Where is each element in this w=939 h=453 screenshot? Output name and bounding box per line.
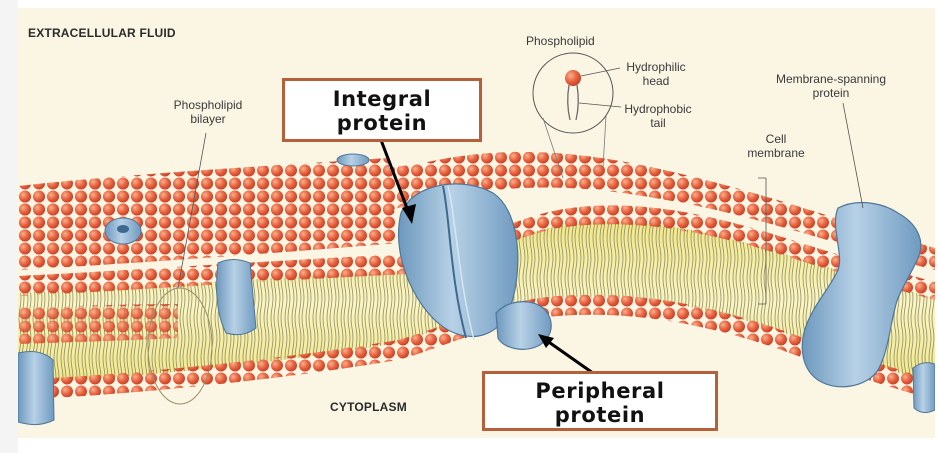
label-hydrophobic-tail: Hydrophobic tail xyxy=(614,102,702,130)
label-hydrophobic-tail-line2: tail xyxy=(614,116,702,130)
label-phospholipid: Phospholipid xyxy=(526,34,595,48)
label-hydrophilic-head-line1: Hydrophilic xyxy=(614,60,698,74)
phospholipid-inset-circle xyxy=(533,53,613,133)
label-hydrophilic-head: Hydrophilic head xyxy=(614,60,698,88)
label-cell-membrane: Cell membrane xyxy=(736,132,816,160)
label-hydrophilic-head-line2: head xyxy=(614,74,698,88)
label-phospholipid-bilayer: Phospholipid bilayer xyxy=(153,98,263,126)
label-cell-membrane-line2: membrane xyxy=(736,146,816,160)
left-embedded-protein xyxy=(217,260,256,335)
label-hydrophobic-tail-line1: Hydrophobic xyxy=(614,102,702,116)
callout-peripheral-line1: Peripheral xyxy=(485,379,715,403)
label-membrane-spanning-line2: protein xyxy=(766,86,896,100)
slide-left-edge xyxy=(0,0,18,453)
label-extracellular-fluid: EXTRACELLULAR FLUID xyxy=(28,26,176,40)
right-edge-protein xyxy=(913,363,935,413)
label-membrane-spanning-line1: Membrane-spanning xyxy=(766,72,896,86)
callout-integral-line2: protein xyxy=(285,111,479,135)
label-cytoplasm: CYTOPLASM xyxy=(330,400,407,414)
callout-peripheral-line2: protein xyxy=(485,403,715,427)
lower-left-heads xyxy=(18,304,178,344)
phospholipid-head-icon xyxy=(565,70,581,86)
left-edge-protein xyxy=(18,352,54,425)
label-phospholipid-bilayer-line1: Phospholipid xyxy=(153,98,263,112)
label-membrane-spanning-protein: Membrane-spanning protein xyxy=(766,72,896,100)
label-phospholipid-bilayer-line2: bilayer xyxy=(153,112,263,126)
membrane-figure: EXTRACELLULAR FLUID CYTOPLASM Phospholip… xyxy=(18,8,935,438)
label-cell-membrane-line1: Cell xyxy=(736,132,816,146)
callout-integral-line1: Integral xyxy=(285,87,479,111)
surface-protein-top xyxy=(337,154,369,166)
